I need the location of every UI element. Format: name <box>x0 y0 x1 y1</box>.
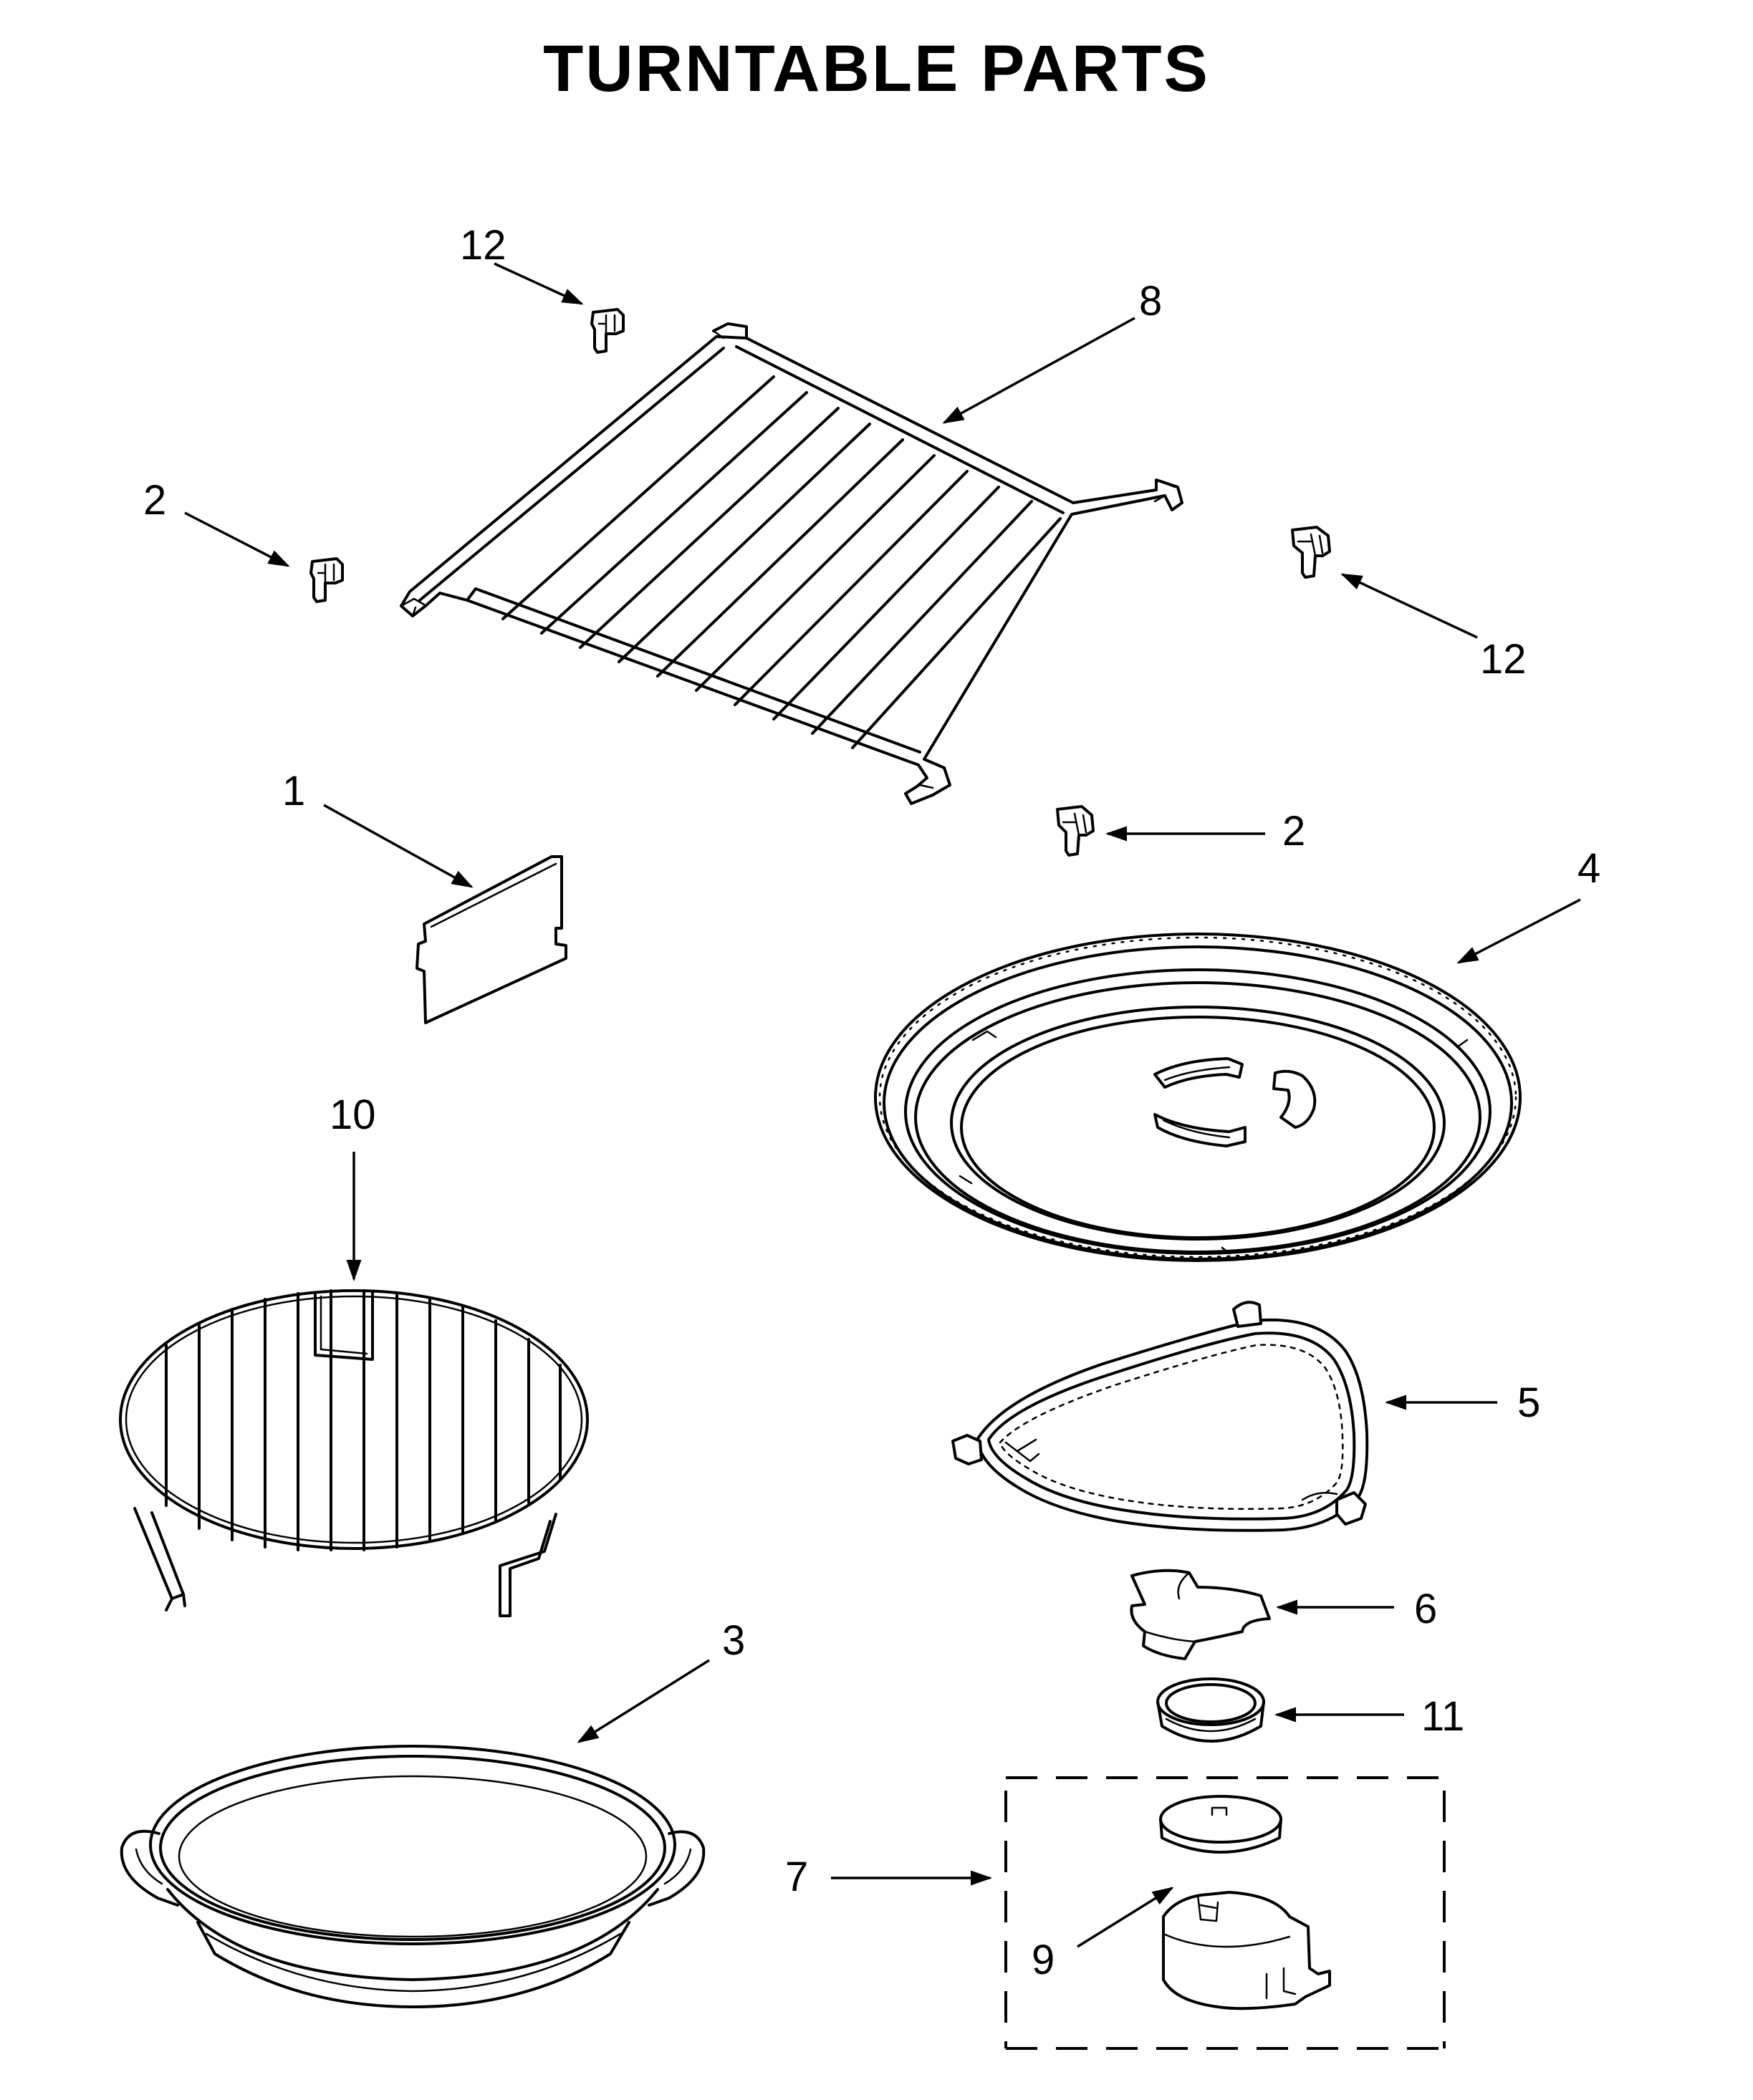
part-2-clip-right <box>1056 805 1095 857</box>
part-5-roller-ring <box>951 1301 1369 1532</box>
page-title: TURNTABLE PARTS <box>543 32 1210 105</box>
leader-9 <box>1077 1887 1174 1948</box>
leader-12a <box>494 262 584 305</box>
callout-3: 3 <box>722 1617 745 1664</box>
part-11-ring <box>1156 1677 1265 1743</box>
leader-3 <box>577 1659 710 1743</box>
part-12-clip-upper <box>590 308 625 354</box>
part-8-wire-rack <box>400 322 1183 805</box>
callout-11: 11 <box>1421 1693 1464 1740</box>
turntable-motor <box>1162 1891 1331 2010</box>
callout-2b: 2 <box>1282 808 1305 854</box>
part-2-clip-left <box>309 557 344 603</box>
leader-1 <box>323 804 474 888</box>
callout-12b: 12 <box>1480 636 1527 683</box>
callout-5: 5 <box>1517 1379 1540 1426</box>
callout-4: 4 <box>1577 845 1600 892</box>
callout-2a: 2 <box>143 477 166 524</box>
callout-6: 6 <box>1414 1586 1437 1632</box>
part-12-clip-right <box>1291 526 1331 579</box>
leader-4 <box>1456 898 1581 964</box>
callout-7: 7 <box>785 1854 808 1900</box>
part-10-round-rack <box>119 1289 589 1617</box>
leader-12b <box>1340 573 1478 639</box>
part-9-motor-disc <box>1159 1795 1282 1854</box>
callout-1: 1 <box>282 768 305 814</box>
leader-2a <box>184 511 290 567</box>
part-7-motor-assembly-box <box>1004 1776 1446 2050</box>
part-6-coupler <box>1130 1569 1271 1660</box>
callout-9: 9 <box>1032 1937 1055 1983</box>
part-1-waveguide-cover <box>416 855 567 1024</box>
callout-12a: 12 <box>460 222 506 269</box>
part-4-turntable-tray <box>874 933 1522 1262</box>
callout-8: 8 <box>1139 278 1162 324</box>
callout-10: 10 <box>330 1092 376 1138</box>
part-3-crisper-pan <box>120 1745 706 2008</box>
leader-8 <box>942 317 1135 424</box>
